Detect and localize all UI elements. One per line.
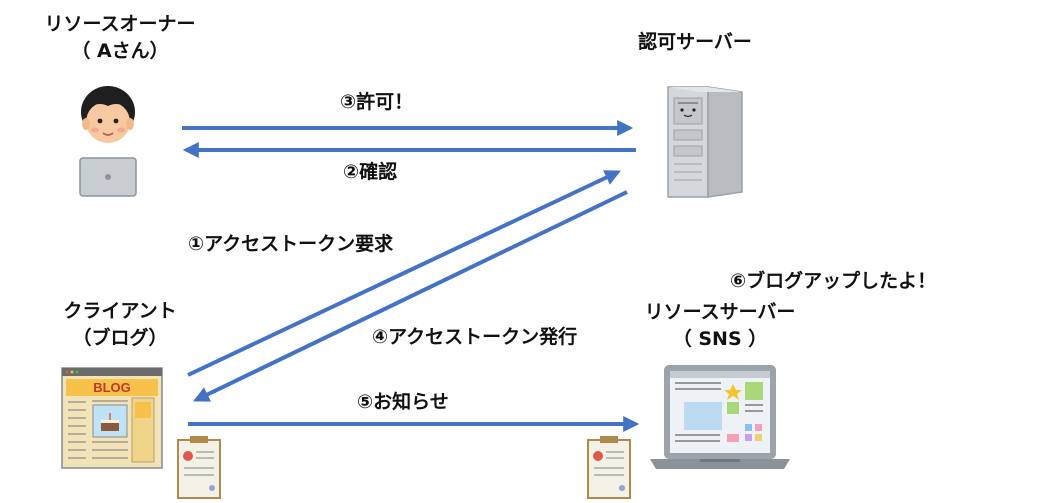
person-icon xyxy=(79,86,137,197)
token-document-icon xyxy=(177,436,221,499)
resource-server-name: リソースサーバー xyxy=(644,301,796,323)
step-4-label: ④アクセストークン発行 xyxy=(372,326,578,348)
auth-server-name: 認可サーバー xyxy=(638,31,752,53)
step-6-label: ⑥ブログアップしたよ！ xyxy=(730,270,937,292)
arrows xyxy=(182,120,640,432)
step-2-label: ②確認 xyxy=(343,161,398,183)
client-sub: （ブログ） xyxy=(72,327,168,349)
server-icon xyxy=(667,86,743,198)
arrow-step-1 xyxy=(187,170,621,377)
owner-sub: （ Aさん） xyxy=(71,40,169,62)
resource-server-sub: （ SNS ） xyxy=(672,328,768,350)
client-name: クライアント xyxy=(63,300,177,322)
step-1-label: ①アクセストークン要求 xyxy=(188,233,394,255)
laptop-icon xyxy=(650,365,790,469)
step-5-label: ⑤お知らせ xyxy=(357,391,449,413)
blog-logo: BLOG xyxy=(93,380,131,395)
token-document-icon xyxy=(587,436,631,499)
owner-name: リソースオーナー xyxy=(44,13,196,35)
blog-icon: BLOG xyxy=(61,367,163,469)
arrow-step-4 xyxy=(193,190,628,402)
step-3-label: ③許可！ xyxy=(340,91,414,113)
